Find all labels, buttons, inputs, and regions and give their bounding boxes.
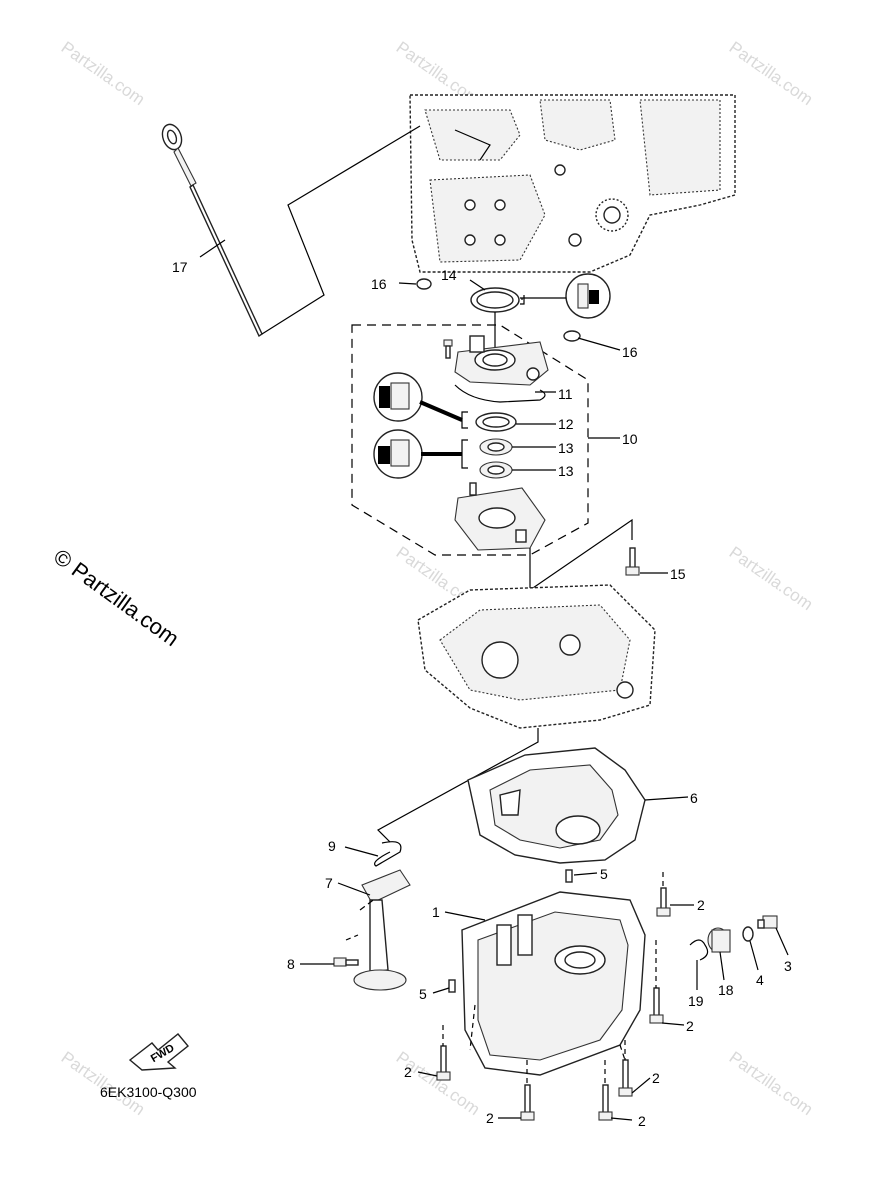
callout-1: 1 bbox=[432, 904, 440, 920]
callout-2e: 2 bbox=[486, 1110, 494, 1126]
casing-to-gasket-line bbox=[377, 728, 539, 843]
bolt-8-dash bbox=[345, 934, 359, 941]
grease-icon-left-upper bbox=[373, 372, 423, 422]
drain-plug-3 bbox=[757, 915, 778, 929]
callout-13b: 13 bbox=[558, 463, 574, 479]
callout-3: 3 bbox=[784, 958, 792, 974]
callout-18: 18 bbox=[718, 982, 734, 998]
bolt-2f bbox=[598, 1084, 613, 1121]
grease-icon-top bbox=[565, 273, 611, 319]
watermark-bottom-right: Partzilla.com bbox=[726, 1048, 817, 1119]
seal-14 bbox=[470, 287, 520, 313]
dipstick-17 bbox=[161, 123, 263, 338]
callout-10: 10 bbox=[622, 431, 638, 447]
fwd-arrow-icon: FWD bbox=[128, 1033, 189, 1071]
callout-11: 11 bbox=[558, 386, 573, 402]
gasket-11 bbox=[454, 384, 546, 403]
o-ring-16b bbox=[563, 330, 581, 342]
pump-housing bbox=[454, 335, 549, 386]
dowel-5b bbox=[448, 979, 456, 993]
bracket-12 bbox=[461, 411, 468, 429]
seal-13b bbox=[479, 461, 513, 479]
callout-6: 6 bbox=[690, 790, 698, 806]
dipstick-guide-line bbox=[261, 125, 421, 335]
callout-2f: 2 bbox=[638, 1113, 646, 1129]
callout-15: 15 bbox=[670, 566, 686, 582]
bolt-dash-lines bbox=[442, 872, 664, 1085]
callout-14: 14 bbox=[441, 267, 457, 283]
callout-16b: 16 bbox=[622, 344, 638, 360]
seal-12 bbox=[475, 412, 517, 432]
bolt-2c bbox=[436, 1045, 451, 1081]
callout-2c: 2 bbox=[404, 1064, 412, 1080]
oil-pan-1 bbox=[461, 891, 646, 1076]
watermark-bottom-center: Partzilla.com bbox=[393, 1048, 484, 1119]
bolt-2b bbox=[649, 987, 664, 1024]
callout-5b: 5 bbox=[419, 986, 427, 1002]
callout-5a: 5 bbox=[600, 866, 608, 882]
o-ring-16a bbox=[416, 278, 432, 290]
dowel-5a bbox=[565, 869, 573, 883]
bolt-2e bbox=[520, 1084, 535, 1121]
oil-strainer-7 bbox=[353, 869, 411, 991]
callout-4: 4 bbox=[756, 972, 764, 988]
bracket-13 bbox=[461, 439, 468, 469]
callout-leaders bbox=[199, 239, 789, 1121]
callout-labels: 17 16 14 16 11 12 13 13 10 15 6 9 7 5 1 … bbox=[172, 259, 792, 1129]
callout-2d: 2 bbox=[652, 1070, 660, 1086]
diagram-code: 6EK3100-Q300 bbox=[100, 1084, 197, 1100]
grease-bracket-top bbox=[520, 295, 566, 305]
upper-casing-illustration bbox=[417, 584, 656, 729]
grease-icon-left-lower bbox=[373, 429, 423, 479]
clip-9 bbox=[374, 841, 402, 867]
engine-block-illustration bbox=[409, 94, 736, 273]
bolt-15 bbox=[625, 547, 640, 576]
screw-housing bbox=[443, 339, 453, 359]
washer-4 bbox=[742, 926, 754, 942]
kit-boundary-10 bbox=[351, 324, 589, 556]
drain-cylinder-18 bbox=[707, 927, 731, 953]
bolt-8 bbox=[333, 957, 359, 967]
callout-16a: 16 bbox=[371, 276, 387, 292]
callout-2b: 2 bbox=[686, 1018, 694, 1034]
watermark-top-right: Partzilla.com bbox=[726, 38, 817, 109]
oil-pan-gasket-6 bbox=[467, 747, 646, 864]
watermark-main: © Partzilla.com bbox=[49, 544, 184, 651]
callout-7: 7 bbox=[325, 875, 333, 891]
callout-17: 17 bbox=[172, 259, 188, 275]
watermark-mid-right: Partzilla.com bbox=[726, 543, 817, 614]
callout-2a: 2 bbox=[697, 897, 705, 913]
callout-8: 8 bbox=[287, 956, 295, 972]
pump-to-base-line bbox=[529, 518, 633, 592]
callout-9: 9 bbox=[328, 838, 336, 854]
watermark-top-left: Partzilla.com bbox=[58, 38, 149, 109]
bolt-2a bbox=[656, 887, 671, 917]
circlip-19 bbox=[689, 939, 709, 961]
grease-pointer-upper bbox=[419, 400, 463, 422]
callout-13a: 13 bbox=[558, 440, 574, 456]
seal-13a bbox=[479, 438, 513, 456]
bolt-2d bbox=[618, 1059, 633, 1097]
callout-19: 19 bbox=[688, 993, 704, 1009]
callout-12: 12 bbox=[558, 416, 574, 432]
pump-lower-body bbox=[454, 482, 546, 551]
